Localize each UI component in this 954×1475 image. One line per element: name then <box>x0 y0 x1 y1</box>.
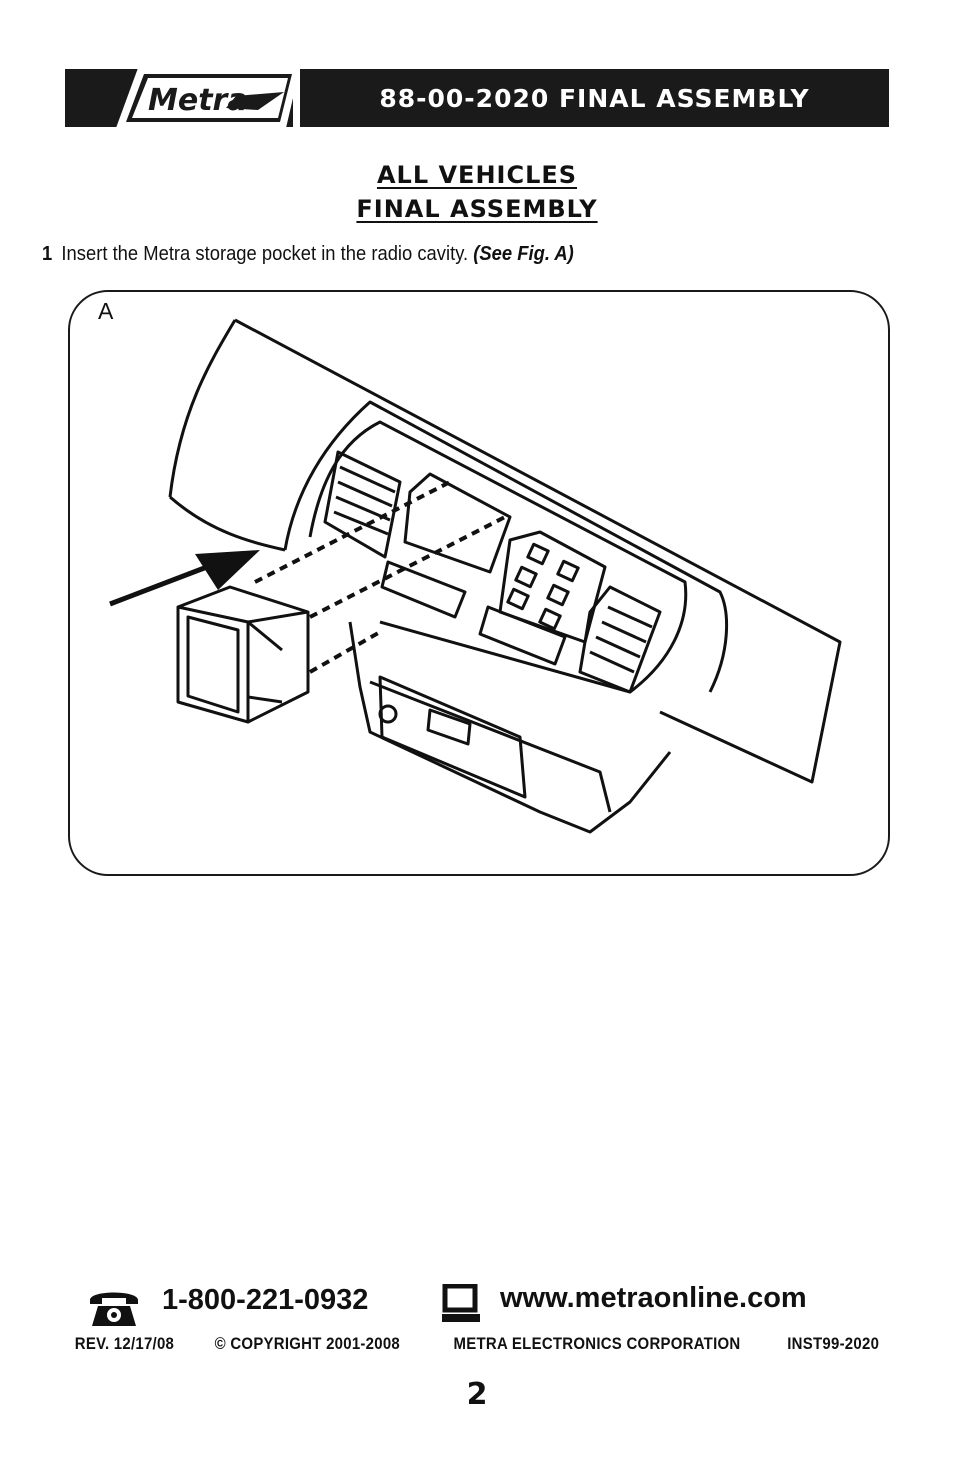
footer-revision: REV. 12/17/08 <box>75 1334 175 1353</box>
step-text: Insert the Metra storage pocket in the r… <box>61 243 469 265</box>
step-figure-reference: (See Fig. A) <box>473 243 574 265</box>
page-header-title: 88-00-2020 FINAL ASSEMBLY <box>379 83 810 113</box>
computer-icon <box>442 1284 480 1322</box>
dashboard-illustration <box>109 318 842 834</box>
metra-logo: Metra <box>116 68 300 128</box>
figure-label: A <box>98 298 114 324</box>
phone-icon <box>90 1292 138 1326</box>
step-1: 1 Insert the Metra storage pocket in the … <box>42 243 574 266</box>
section-title-line2: FINAL ASSEMBLY <box>356 195 598 223</box>
page-number: 2 <box>466 1377 488 1412</box>
website-url: www.metraonline.com <box>500 1282 807 1314</box>
section-title-line1: ALL VEHICLES <box>376 161 578 189</box>
contact-info: 1-800-221-0932 www.metraonline.com <box>0 1280 954 1330</box>
footer-copyright: © COPYRIGHT 2001-2008 <box>215 1334 401 1353</box>
footer-company: METRA ELECTRONICS CORPORATION <box>453 1334 741 1353</box>
step-number: 1 <box>42 243 53 265</box>
header-title-bar: 88-00-2020 FINAL ASSEMBLY <box>300 69 889 127</box>
figure-a: A <box>68 290 890 876</box>
footer-doc-id: INST99-2020 <box>787 1334 880 1353</box>
phone-number: 1-800-221-0932 <box>162 1284 369 1316</box>
footer: REV. 12/17/08 © COPYRIGHT 2001-2008 METR… <box>0 1334 954 1354</box>
insertion-arrow <box>109 550 260 607</box>
svg-text:Metra: Metra <box>148 83 248 118</box>
